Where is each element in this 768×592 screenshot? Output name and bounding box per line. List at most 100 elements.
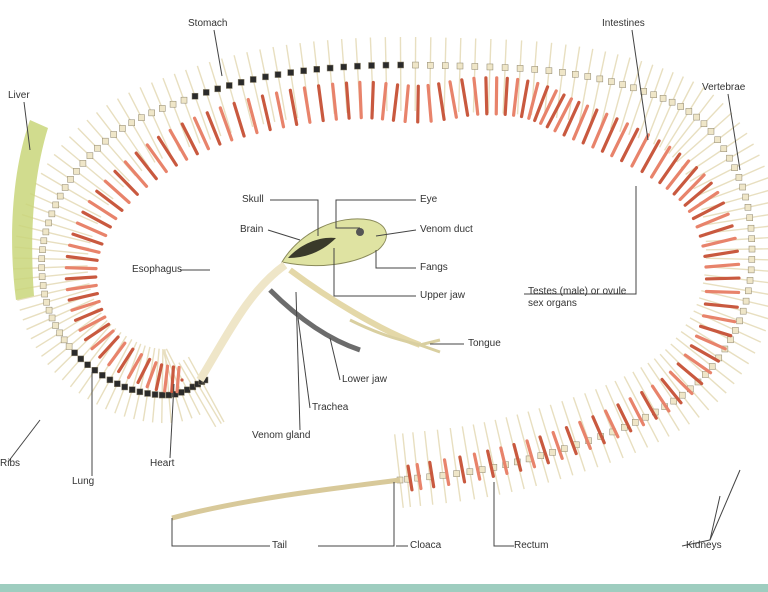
vertebra: [642, 413, 649, 421]
organ-segment: [694, 334, 727, 351]
organ-segment: [218, 106, 234, 142]
label-brain: Brain: [240, 224, 264, 235]
vertebra: [326, 64, 334, 72]
label-intestines: Intestines: [602, 18, 645, 29]
vertebra: [86, 152, 94, 159]
trachea-shape: [268, 288, 361, 353]
vertebra: [659, 95, 667, 102]
vertebra: [40, 237, 48, 245]
organ-segment: [358, 80, 363, 120]
organ-segment: [437, 82, 446, 121]
rib: [600, 54, 619, 127]
vertebra: [670, 397, 677, 405]
organ-segment: [499, 446, 509, 476]
vertebra: [478, 466, 486, 473]
organ-segment: [117, 347, 135, 374]
vertebra: [702, 371, 709, 378]
vertebra: [144, 390, 151, 397]
organ-segment: [81, 210, 112, 229]
rib: [702, 282, 768, 295]
vertebra: [412, 61, 419, 69]
organ-segment: [512, 77, 520, 117]
vertebra: [486, 63, 494, 71]
vertebra: [79, 160, 87, 167]
ribs: [13, 36, 768, 508]
leader-line: [727, 93, 741, 171]
organ-segment: [175, 365, 181, 394]
vertebra: [748, 245, 756, 253]
vertebra: [720, 145, 728, 153]
organ-segment: [551, 430, 564, 460]
vertebra: [136, 388, 144, 396]
vertebra: [148, 109, 155, 117]
vertebra: [466, 468, 474, 475]
rib: [19, 288, 91, 311]
organ-segment: [344, 81, 351, 120]
leader-line: [631, 29, 649, 141]
organ-segment: [460, 78, 470, 117]
organ-segment: [628, 397, 646, 427]
label-venom-duct: Venom duct: [420, 224, 473, 235]
vertebra: [114, 380, 121, 388]
vertebra: [71, 349, 78, 357]
vertebra: [165, 391, 173, 399]
leader-line: [295, 291, 301, 431]
rib: [689, 317, 756, 354]
vertebra: [748, 256, 756, 263]
vertebra: [45, 306, 53, 314]
organ-segment: [472, 76, 480, 116]
rib: [659, 353, 710, 411]
vertebra: [61, 184, 69, 191]
organ-segment: [640, 390, 658, 420]
vertebra: [60, 336, 68, 344]
vertebra: [736, 317, 743, 325]
rib: [543, 42, 553, 117]
vertebra: [726, 154, 733, 162]
organ-segment: [302, 86, 312, 124]
organ-segment: [98, 335, 120, 359]
organ-segment: [170, 365, 176, 394]
vertebra: [630, 84, 637, 92]
vertebra: [453, 470, 460, 477]
vertebra: [38, 273, 46, 280]
vertebra: [745, 287, 752, 295]
vertebra: [549, 449, 556, 456]
vertebra: [559, 69, 566, 76]
organ-segment: [145, 361, 158, 389]
organ-segment: [316, 84, 325, 123]
leader-line: [213, 29, 223, 77]
rib: [704, 214, 768, 226]
organ-segment: [640, 139, 661, 174]
organ-segment: [134, 151, 158, 181]
vertebra: [650, 91, 657, 99]
rib: [549, 404, 574, 476]
rib: [47, 316, 105, 366]
organ-segment: [83, 322, 111, 342]
leader-line: [318, 482, 395, 547]
vertebra: [128, 386, 136, 393]
vertebra: [746, 277, 754, 284]
vertebra: [631, 419, 639, 426]
organ-segment: [370, 80, 375, 120]
label-ribs: Ribs: [0, 458, 21, 469]
organ-segment: [156, 135, 178, 167]
vertebra: [572, 71, 579, 78]
vertebra: [441, 62, 449, 69]
vertebra: [67, 176, 74, 183]
vertebra: [742, 297, 750, 305]
rib: [594, 388, 624, 459]
vertebra: [52, 201, 60, 209]
label-fangs: Fangs: [420, 262, 448, 273]
label-skull: Skull: [242, 194, 264, 205]
rib: [182, 359, 222, 424]
lower-jaw-shape: [288, 267, 422, 348]
organ-segment: [695, 212, 730, 229]
organ-segment: [538, 435, 550, 465]
organ-segment: [205, 111, 222, 146]
leader-line: [335, 199, 416, 229]
vertebra: [471, 63, 479, 70]
vertebra: [531, 66, 539, 73]
vertebra: [45, 219, 52, 227]
vertebra: [287, 69, 294, 76]
